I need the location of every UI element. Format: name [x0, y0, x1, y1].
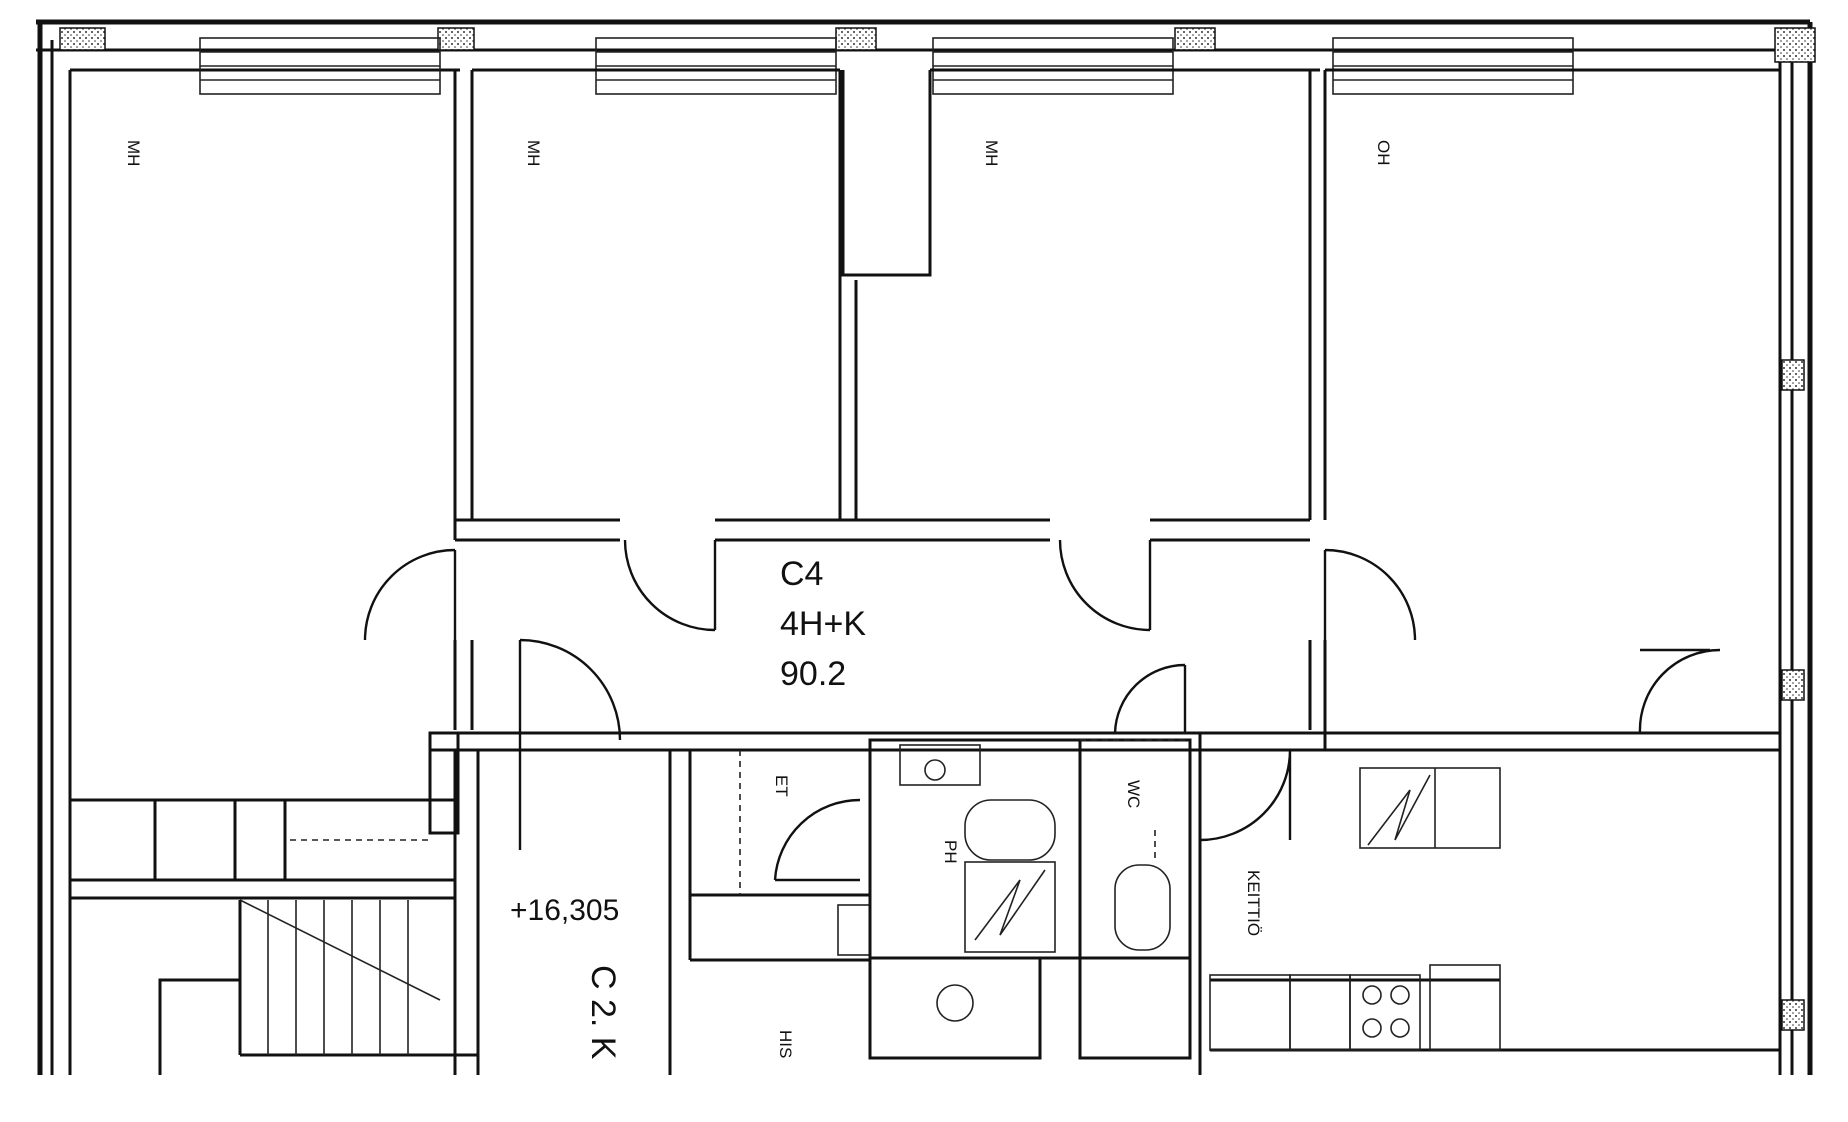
room-label-mh-1: MH	[124, 140, 143, 166]
windows	[199, 37, 1574, 95]
apartment-code: C4	[780, 555, 823, 593]
bath-fixtures	[899, 744, 1171, 1022]
room-label-oh: OH	[1374, 140, 1393, 166]
structural-columns	[59, 27, 1816, 1031]
interior-walls	[70, 68, 1780, 1075]
room-label-wc: WC	[1124, 780, 1143, 808]
doors	[363, 539, 1721, 882]
room-label-ph: PH	[941, 840, 960, 864]
apartment-area: 90.2	[780, 655, 846, 693]
stair-level: +16,305	[510, 894, 619, 927]
exterior-walls	[36, 19, 1813, 1075]
stair-label: C 2. K	[584, 965, 622, 1060]
room-labels: MH MH MH OH ET PH WC KEITTIÖ C4 4H+K 90.…	[124, 140, 1393, 1060]
lift-label: HIS	[776, 1030, 795, 1058]
room-label-et: ET	[772, 775, 791, 797]
apartment-type: 4H+K	[780, 605, 866, 643]
room-label-keittio: KEITTIÖ	[1244, 870, 1263, 936]
room-label-mh-2: MH	[524, 140, 543, 166]
room-label-mh-3: MH	[982, 140, 1001, 166]
